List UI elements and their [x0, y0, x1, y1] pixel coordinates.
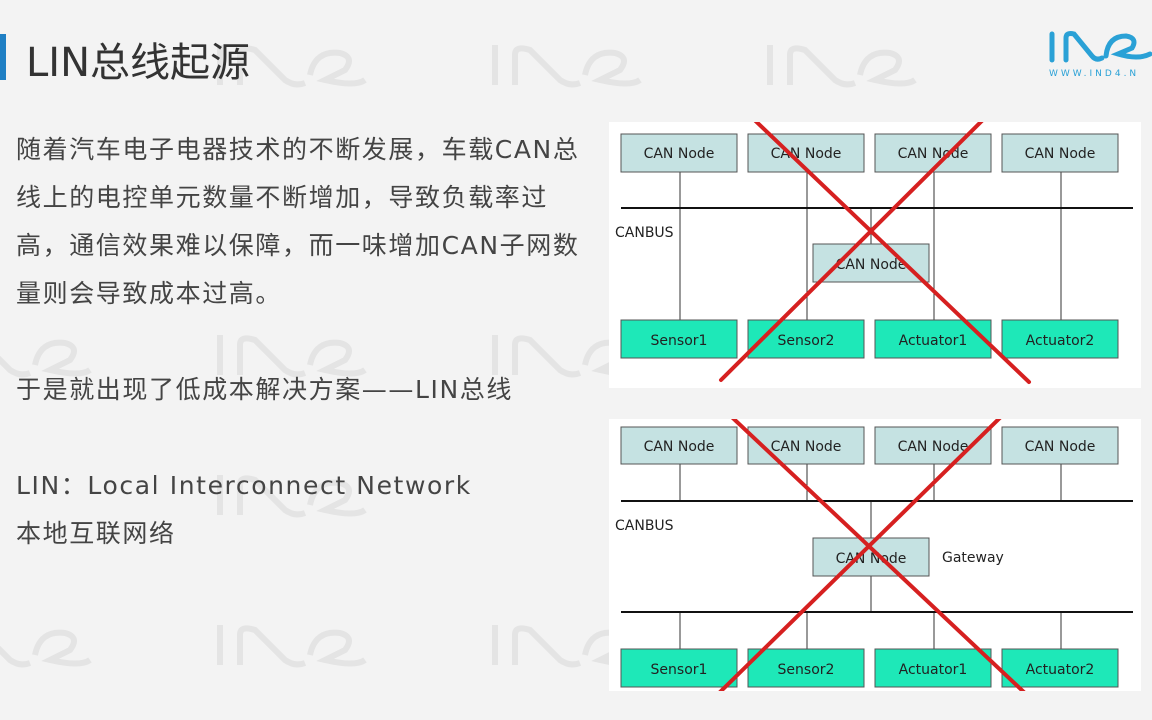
svg-text:CAN Node: CAN Node — [898, 439, 969, 455]
can-node: CAN Node — [874, 426, 992, 465]
slide-title: LIN总线起源 — [26, 40, 251, 86]
gateway-label: Gateway — [942, 550, 1004, 566]
ind4-logo-icon — [1049, 31, 1152, 63]
can-node-middle: CAN Node — [812, 243, 930, 283]
lin-definition-chinese: 本地互联网络 — [16, 519, 176, 548]
cross-out-icon — [719, 122, 1031, 384]
can-gateway-diagram: CAN Node CAN Node CAN Node CAN Node CANB… — [609, 419, 1141, 691]
svg-text:CAN Node: CAN Node — [836, 257, 907, 273]
lin-definition-english: LIN：Local Interconnect Network — [16, 471, 472, 500]
svg-text:CAN Node: CAN Node — [644, 146, 715, 162]
svg-text:Actuator2: Actuator2 — [1026, 662, 1095, 678]
can-node: CAN Node — [620, 133, 738, 173]
svg-text:Sensor1: Sensor1 — [651, 662, 708, 678]
paragraph-solution: 于是就出现了低成本解决方案——LIN总线 — [16, 375, 514, 404]
paragraph-background: 随着汽车电子电器技术的不断发展，车载CAN总线上的电控单元数量不断增加，导致负载… — [16, 135, 580, 308]
sensor-node: Sensor2 — [747, 648, 865, 688]
svg-text:CAN Node: CAN Node — [771, 146, 842, 162]
actuator-node: Actuator2 — [1001, 648, 1119, 688]
can-node: CAN Node — [747, 426, 865, 465]
svg-text:Sensor1: Sensor1 — [651, 333, 708, 349]
svg-text:Actuator1: Actuator1 — [899, 662, 968, 678]
can-node: CAN Node — [874, 133, 992, 173]
can-node: CAN Node — [620, 426, 738, 465]
actuator-node: Actuator1 — [874, 319, 992, 359]
canbus-label: CANBUS — [615, 225, 674, 241]
canbus-label: CANBUS — [615, 518, 674, 534]
svg-text:CAN Node: CAN Node — [898, 146, 969, 162]
svg-text:CAN Node: CAN Node — [1025, 146, 1096, 162]
svg-text:Sensor2: Sensor2 — [778, 662, 835, 678]
can-node: CAN Node — [1001, 426, 1119, 465]
svg-text:CAN Node: CAN Node — [1025, 439, 1096, 455]
paragraph-lin-definition: LIN：Local Interconnect Network 本地互联网络 — [16, 462, 586, 558]
can-node: CAN Node — [1001, 133, 1119, 173]
actuator-node: Actuator2 — [1001, 319, 1119, 359]
can-node: CAN Node — [747, 133, 865, 173]
sensor-node: Sensor1 — [620, 648, 738, 688]
svg-text:Sensor2: Sensor2 — [778, 333, 835, 349]
svg-text:CAN Node: CAN Node — [836, 551, 907, 567]
svg-text:CAN Node: CAN Node — [644, 439, 715, 455]
can-bus-diagram: CAN Node CAN Node CAN Node CAN Node CANB… — [609, 122, 1141, 388]
svg-text:Actuator1: Actuator1 — [899, 333, 968, 349]
sensor-node: Sensor2 — [747, 319, 865, 359]
logo-url-text: WWW.IND4.N — [1049, 69, 1140, 79]
svg-text:CAN Node: CAN Node — [771, 439, 842, 455]
title-accent-bar — [0, 34, 6, 80]
actuator-node: Actuator1 — [874, 648, 992, 688]
sensor-node: Sensor1 — [620, 319, 738, 359]
cross-out-icon — [718, 419, 1026, 691]
svg-text:Actuator2: Actuator2 — [1026, 333, 1095, 349]
